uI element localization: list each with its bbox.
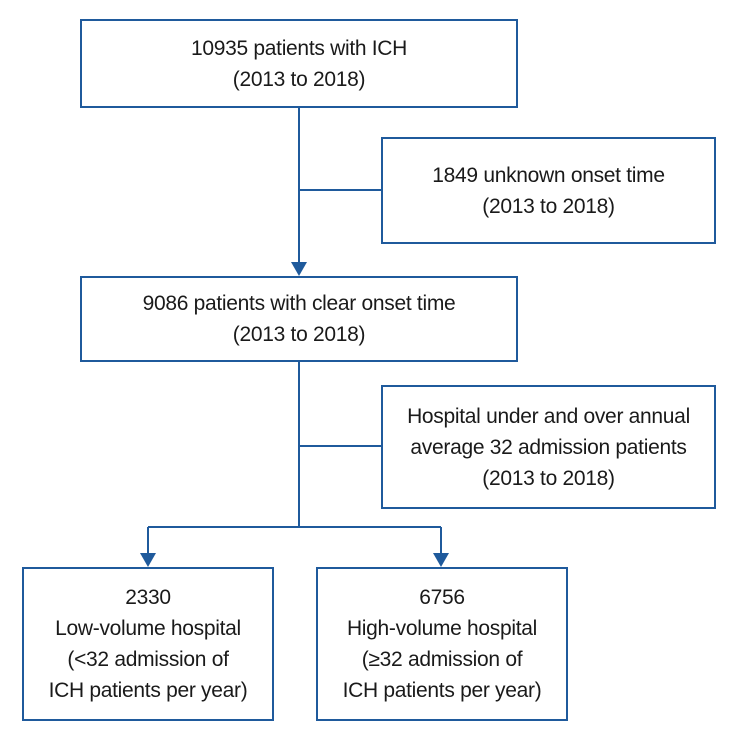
excluded-unknown-label: 1849 unknown onset time xyxy=(432,163,665,187)
high-volume-criteria-line2: ICH patients per year) xyxy=(342,679,542,702)
box-low-volume-hospital: 2330 Low-volume hospital (<32 admission … xyxy=(22,567,274,721)
total-patients-period: (2013 to 2018) xyxy=(232,67,366,91)
arrowhead-low-volume xyxy=(140,553,156,567)
box-high-volume-hospital: 6756 High-volume hospital (≥32 admission… xyxy=(316,567,568,721)
low-volume-criteria-line2: ICH patients per year) xyxy=(48,679,248,702)
box-clear-onset-patients: 9086 patients with clear onset time (201… xyxy=(80,276,518,362)
box-total-patients: 10935 patients with ICH (2013 to 2018) xyxy=(80,19,518,108)
box-excluded-unknown-onset: 1849 unknown onset time (2013 to 2018) xyxy=(381,137,716,244)
total-patients-label: 10935 patients with ICH xyxy=(190,36,408,60)
clear-onset-period: (2013 to 2018) xyxy=(232,323,366,346)
high-volume-count: 6756 xyxy=(419,586,465,609)
hospital-threshold-period: (2013 to 2018) xyxy=(482,466,615,490)
excluded-unknown-period: (2013 to 2018) xyxy=(482,194,615,218)
low-volume-count: 2330 xyxy=(125,586,171,609)
box-hospital-threshold: Hospital under and over annual average 3… xyxy=(381,385,716,509)
arrowhead-high-volume xyxy=(433,553,449,567)
hospital-threshold-line1: Hospital under and over annual xyxy=(407,404,690,428)
clear-onset-label: 9086 patients with clear onset time xyxy=(142,292,456,315)
low-volume-label: Low-volume hospital xyxy=(55,617,241,640)
high-volume-criteria-line1: (≥32 admission of xyxy=(361,648,523,671)
high-volume-label: High-volume hospital xyxy=(346,617,538,640)
arrowhead-clear-onset xyxy=(291,262,307,276)
low-volume-criteria-line1: (<32 admission of xyxy=(67,648,229,671)
hospital-threshold-line2: average 32 admission patients xyxy=(410,435,687,459)
